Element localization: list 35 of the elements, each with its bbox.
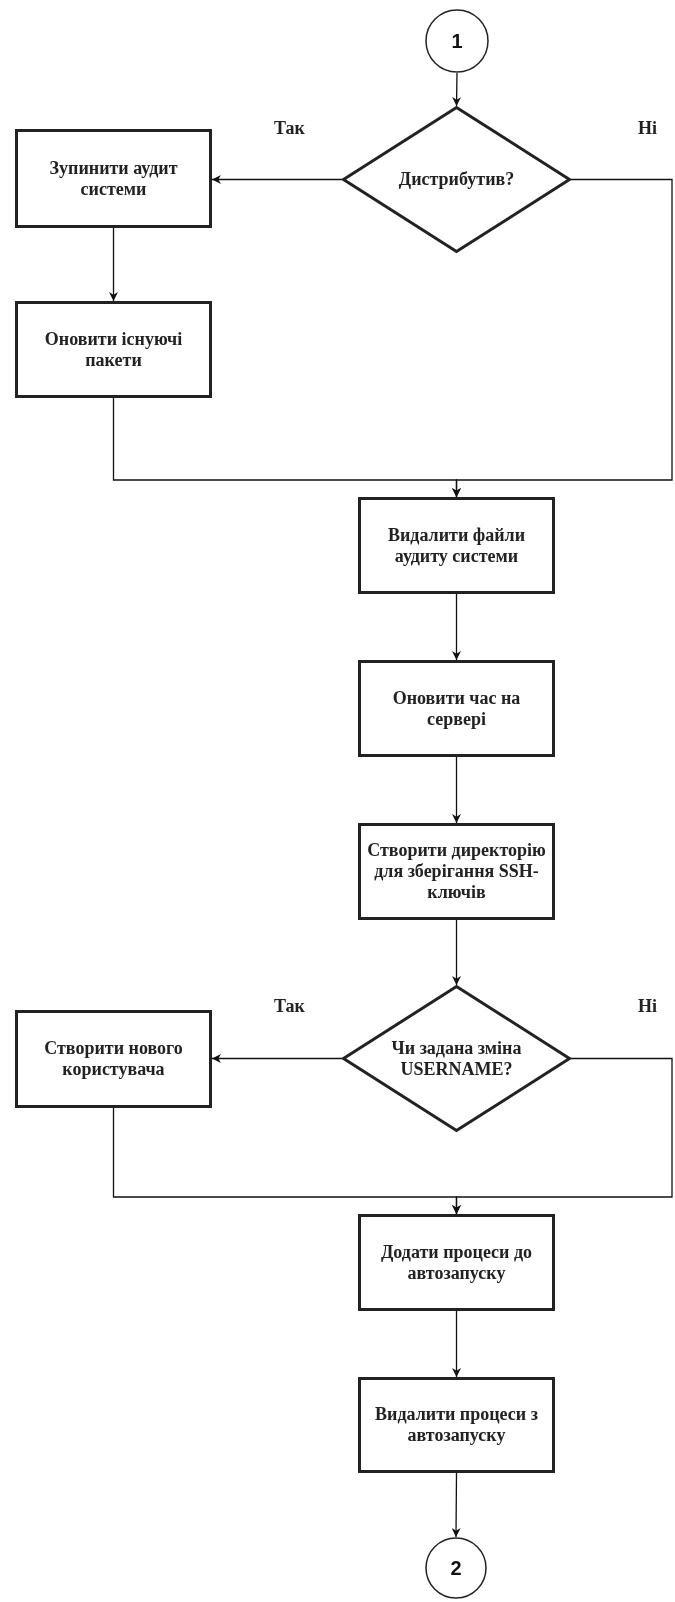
process-box (358, 497, 555, 594)
node-text: Чи задана зміна USERNAME? (391, 1037, 522, 1080)
process-box (358, 660, 555, 757)
process-box (358, 823, 555, 920)
node-text: Оновити існуючі пакети (43, 328, 184, 371)
decision-diamond (342, 106, 571, 253)
decision-diamond (342, 985, 571, 1132)
node-text: Створити директорію для зберігання SSH-ключів (367, 840, 546, 903)
arrow (452, 1057, 673, 1215)
connector-circle (425, 1537, 487, 1599)
node-text: Дистрибутив? (398, 169, 515, 190)
node-text: Видалити процеси з автозапуску (374, 1404, 539, 1446)
node-text: 1 (451, 29, 463, 53)
process-box (15, 301, 212, 398)
arrow (211, 1054, 343, 1063)
process-box (358, 1214, 555, 1311)
arrow (452, 72, 462, 107)
node-text: Видалити файли аудиту системи (386, 524, 527, 567)
node-text: Створити нового користувача (43, 1038, 184, 1080)
arrow (452, 1310, 461, 1378)
node-text: Зупинити аудит системи (48, 157, 179, 200)
arrow (452, 178, 673, 498)
arrow (452, 756, 461, 824)
node-text: Оновити час на сервері (391, 687, 522, 730)
arrow (451, 1472, 461, 1538)
arrow (452, 593, 461, 661)
process-box (358, 1377, 555, 1473)
node-text: 2 (450, 1556, 462, 1580)
connector-circle (425, 9, 489, 73)
node-text: Додати процеси до автозапуску (379, 1241, 534, 1284)
arrow (109, 227, 118, 302)
arrow (452, 919, 461, 986)
process-box (15, 129, 212, 228)
arrow (211, 175, 343, 184)
process-box (15, 1010, 212, 1108)
